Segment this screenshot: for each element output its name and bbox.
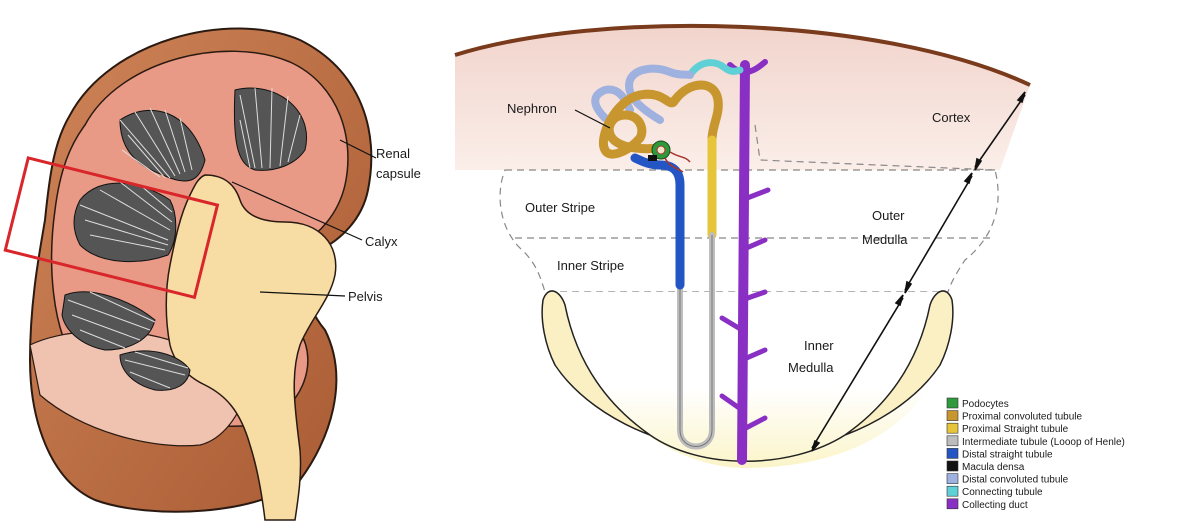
legend-label: Distal convoluted tubule — [962, 475, 1069, 486]
legend-swatch — [947, 423, 958, 433]
legend-item: Distal convoluted tubule — [947, 474, 1069, 486]
legend-swatch — [947, 411, 958, 421]
nephron-section: Nephron Cortex Outer Stripe Inner Stripe… — [455, 26, 1030, 468]
legend-item: Proximal Straight tubule — [947, 423, 1069, 435]
kidney-illustration: Renal capsule Calyx Pelvis — [5, 29, 421, 520]
legend-swatch — [947, 448, 958, 458]
legend-swatch — [947, 499, 958, 509]
legend-swatch — [947, 486, 958, 496]
renal-capsule-label-2: capsule — [376, 166, 421, 181]
legend-swatch — [947, 474, 958, 484]
renal-capsule-label: Renal — [376, 146, 410, 161]
inner-stripe-label: Inner Stripe — [557, 258, 624, 273]
legend-label: Connecting tubule — [962, 487, 1043, 498]
legend-swatch — [947, 436, 958, 446]
inner-medulla-label: Inner — [804, 338, 834, 353]
legend-label: Intermediate tubule (Looop of Henle) — [962, 437, 1125, 448]
legend-swatch — [947, 398, 958, 408]
renal-pyramid — [74, 182, 176, 262]
nephron-label: Nephron — [507, 101, 557, 116]
inner-medulla-label-2: Medulla — [788, 360, 834, 375]
legend-label: Proximal convoluted tubule — [962, 412, 1083, 423]
legend-label: Podocytes — [962, 399, 1009, 410]
legend-label: Distal straight tubule — [962, 449, 1053, 460]
legend-label: Proximal Straight tubule — [962, 424, 1069, 435]
legend-swatch — [947, 461, 958, 471]
macula-densa — [648, 155, 657, 161]
outer-medulla-label: Outer — [872, 208, 905, 223]
legend-item: Podocytes — [947, 398, 1009, 410]
legend-item: Intermediate tubule (Looop of Henle) — [947, 436, 1125, 448]
legend-label: Collecting duct — [962, 500, 1028, 511]
cortex-label: Cortex — [932, 110, 971, 125]
outer-medulla-region — [500, 170, 998, 292]
calyx-label: Calyx — [365, 234, 398, 249]
legend-label: Macula densa — [962, 462, 1025, 473]
legend-item: Macula densa — [947, 461, 1025, 473]
outer-stripe-label: Outer Stripe — [525, 200, 595, 215]
legend-item: Connecting tubule — [947, 486, 1043, 498]
outer-medulla-label-2: Medulla — [862, 232, 908, 247]
legend-item: Collecting duct — [947, 499, 1028, 511]
pelvis-label: Pelvis — [348, 289, 383, 304]
legend-item: Proximal convoluted tubule — [947, 411, 1083, 423]
legend-item: Distal straight tubule — [947, 448, 1053, 460]
